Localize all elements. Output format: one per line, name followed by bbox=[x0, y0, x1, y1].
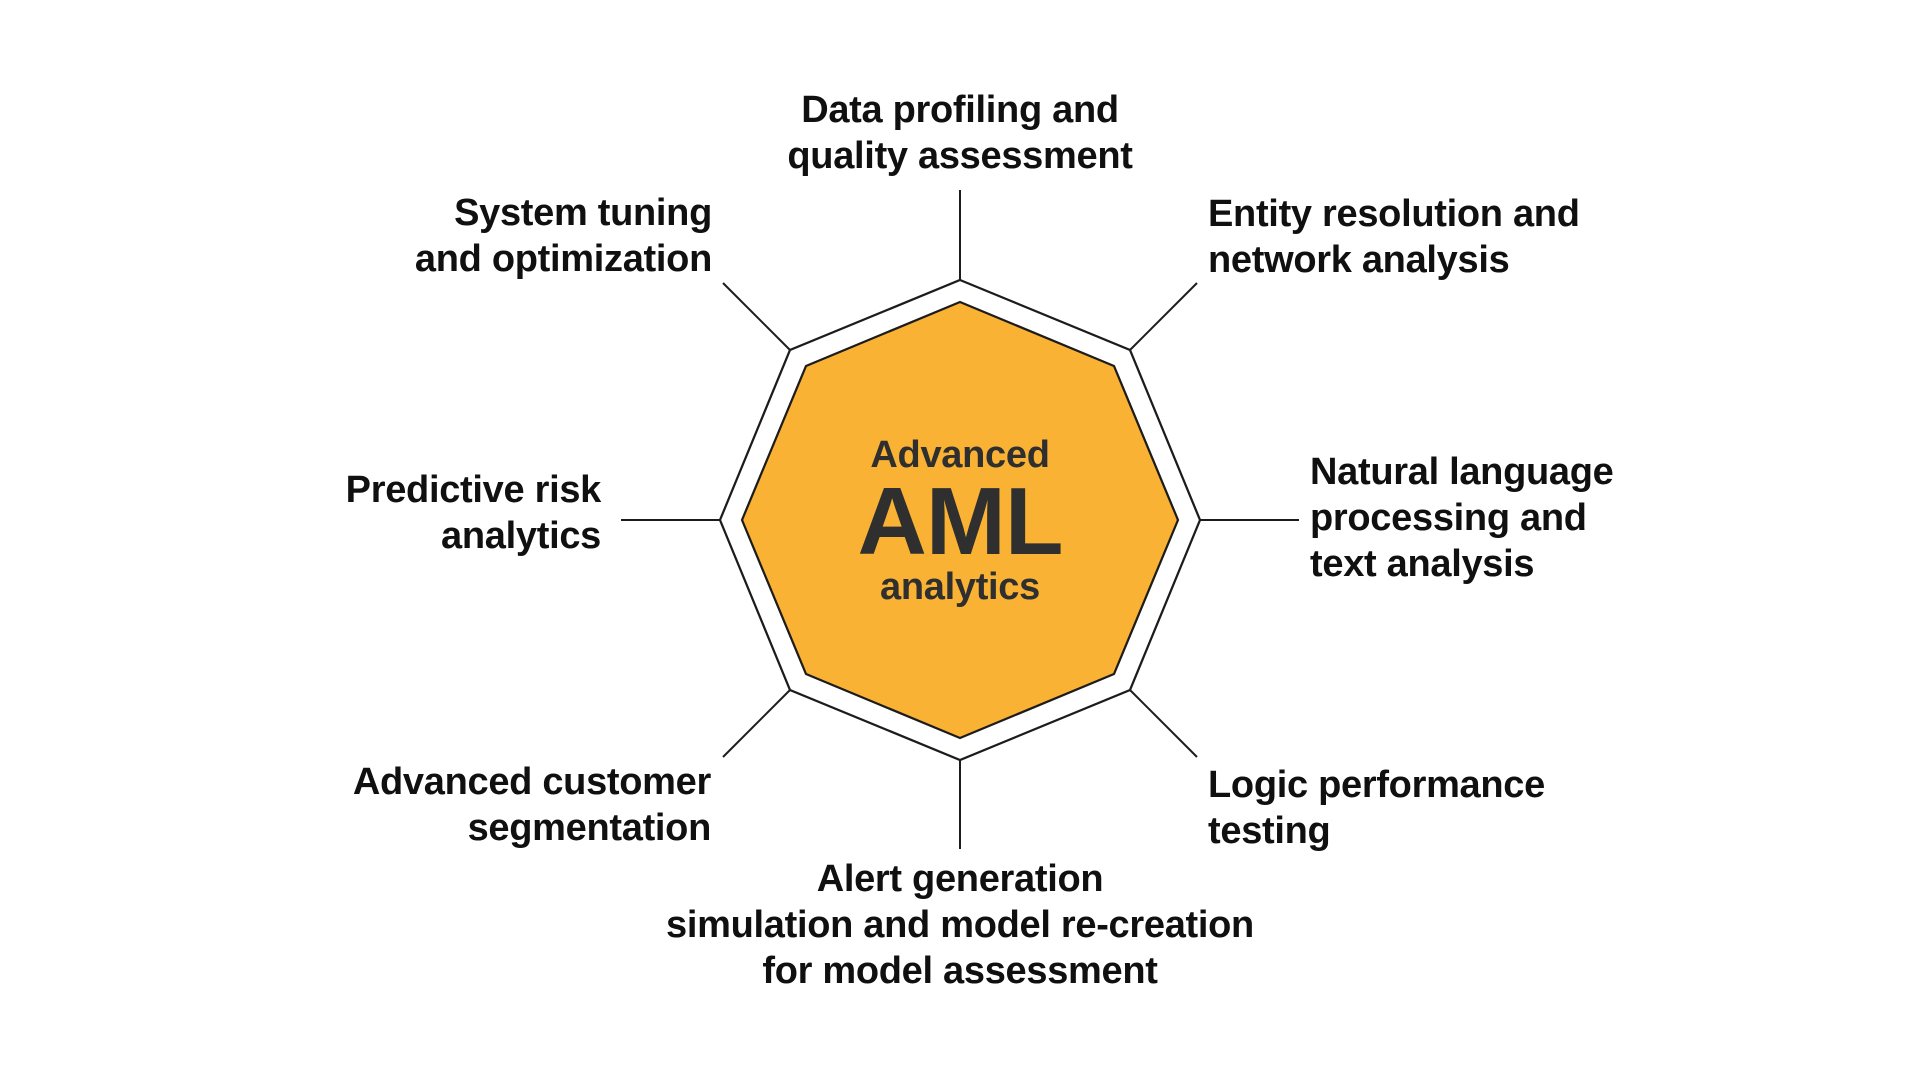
spoke-bottom-right bbox=[1129, 689, 1198, 758]
label-data-profiling: Data profiling and quality assessment bbox=[787, 89, 1133, 177]
center-title-bottom: analytics bbox=[880, 566, 1040, 608]
center-title-top: Advanced bbox=[870, 434, 1050, 476]
label-predictive-risk: Predictive risk analytics bbox=[345, 469, 602, 557]
label-alert-generation: Alert generation simulation and model re… bbox=[666, 858, 1254, 992]
spokes bbox=[621, 190, 1299, 849]
spoke-top-right bbox=[1129, 282, 1198, 351]
label-natural-language: Natural language processing and text ana… bbox=[1310, 451, 1614, 585]
spoke-bottom-left bbox=[722, 689, 791, 758]
octagon-inner-shape bbox=[740, 300, 1180, 740]
label-logic-performance: Logic performance testing bbox=[1208, 764, 1545, 852]
spoke-top-left bbox=[722, 282, 791, 351]
label-advanced-customer-segmentation: Advanced customer segmentation bbox=[352, 761, 711, 849]
label-entity-resolution: Entity resolution and network analysis bbox=[1208, 193, 1580, 281]
center-title-main: AML bbox=[857, 468, 1064, 575]
label-system-tuning: System tuning and optimization bbox=[414, 192, 712, 280]
